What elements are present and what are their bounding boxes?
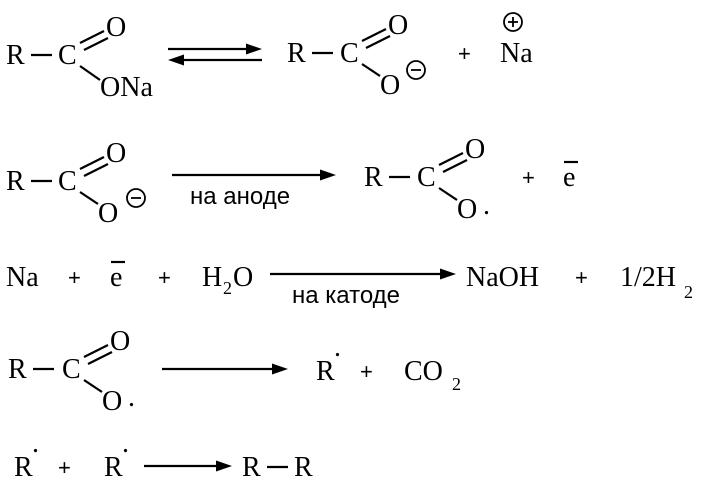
oxygen-label: O xyxy=(110,326,130,357)
carbon-label: C xyxy=(340,38,359,69)
radical-dot: . xyxy=(128,382,135,413)
r-group-label: R xyxy=(104,452,123,483)
ona-label: ONa xyxy=(100,72,153,103)
hydrogen-label: H xyxy=(202,262,222,293)
r-group-label: R xyxy=(6,40,25,71)
oxygen-label: O xyxy=(380,70,400,101)
half-hydrogen-label: 1/2H xyxy=(620,262,676,293)
r-group-label: R xyxy=(6,166,25,197)
negative-charge-icon xyxy=(406,60,426,80)
r-group-label: R xyxy=(14,452,33,483)
positive-charge-icon xyxy=(503,12,523,32)
plus-sign: + xyxy=(360,359,373,384)
subscript-two: 2 xyxy=(452,374,461,394)
double-bond-upper xyxy=(79,30,105,44)
radical-dot: . xyxy=(483,190,490,221)
double-bond-lower xyxy=(365,35,391,49)
plus-sign: + xyxy=(522,165,535,190)
double-bond-lower xyxy=(442,159,468,173)
reaction-row-1: R C O ONa R C O O + Na xyxy=(6,10,533,103)
plus-sign: + xyxy=(158,265,171,290)
double-bond-upper xyxy=(438,152,464,166)
reaction-row-2: R C O O на аноде R C O O . + e xyxy=(6,134,578,229)
subscript-two: 2 xyxy=(223,278,232,298)
reaction-row-5: R . + R . R R xyxy=(14,428,313,483)
carbon-label: C xyxy=(62,354,81,385)
r-group-label: R xyxy=(316,356,335,387)
r-group-label: R xyxy=(242,452,261,483)
reaction-arrow-anode xyxy=(172,169,336,181)
r-group-label: R xyxy=(287,38,306,69)
plus-sign: + xyxy=(58,455,71,480)
carbon-label: C xyxy=(417,162,436,193)
electron-label: e xyxy=(110,262,122,293)
negative-charge-icon xyxy=(126,188,146,208)
sodium-label: Na xyxy=(6,262,39,293)
plus-sign: + xyxy=(68,265,81,290)
single-bond-o xyxy=(79,191,99,205)
double-bond-lower xyxy=(83,37,109,51)
single-bond-o xyxy=(83,379,103,393)
single-bond-o xyxy=(438,187,458,201)
arrow-label-anode: на аноде xyxy=(190,183,290,210)
reaction-row-4: R C O O . R . + CO 2 xyxy=(8,326,461,417)
oxygen-label: O xyxy=(102,386,122,417)
oxygen-label: O xyxy=(106,138,126,169)
reaction-arrow-cathode xyxy=(270,268,456,280)
r-group-label: R xyxy=(294,452,313,483)
arrow-label-cathode: на катоде xyxy=(292,282,400,309)
double-bond-upper xyxy=(83,344,109,358)
electron-label: e xyxy=(563,162,575,193)
plus-sign: + xyxy=(575,265,588,290)
double-bond-upper xyxy=(79,156,105,170)
radical-dot: . xyxy=(32,428,39,459)
oxygen-label: O xyxy=(106,12,126,43)
double-bond-lower xyxy=(87,351,113,365)
plus-sign: + xyxy=(458,41,471,66)
single-bond-o xyxy=(361,63,381,77)
oxygen-label: O xyxy=(457,194,477,225)
reaction-arrow xyxy=(144,460,232,472)
co-label: CO xyxy=(404,356,443,387)
equilibrium-arrow xyxy=(168,43,262,66)
double-bond-upper xyxy=(361,28,387,42)
carbon-dioxide-formula: CO 2 xyxy=(404,356,461,394)
carbon-label: C xyxy=(58,166,77,197)
double-bond-lower xyxy=(83,163,109,177)
reaction-arrow xyxy=(162,363,288,375)
oxygen-label: O xyxy=(465,134,485,165)
carbon-label: C xyxy=(58,40,77,71)
oxygen-label: O xyxy=(233,262,253,293)
subscript-two: 2 xyxy=(684,282,693,302)
sodium-hydroxide-label: NaOH xyxy=(466,262,539,293)
oxygen-label: O xyxy=(98,198,118,229)
r-group-label: R xyxy=(8,354,27,385)
sodium-label: Na xyxy=(500,38,533,69)
oxygen-label: O xyxy=(388,10,408,41)
radical-dot: . xyxy=(122,428,129,459)
water-formula: H 2 O xyxy=(202,262,253,298)
reaction-row-3: Na + e + H 2 O на катоде NaOH + 1/2H 2 xyxy=(6,260,693,309)
r-group-label: R xyxy=(364,162,383,193)
radical-dot: . xyxy=(334,332,341,363)
single-bond-o xyxy=(79,65,101,81)
